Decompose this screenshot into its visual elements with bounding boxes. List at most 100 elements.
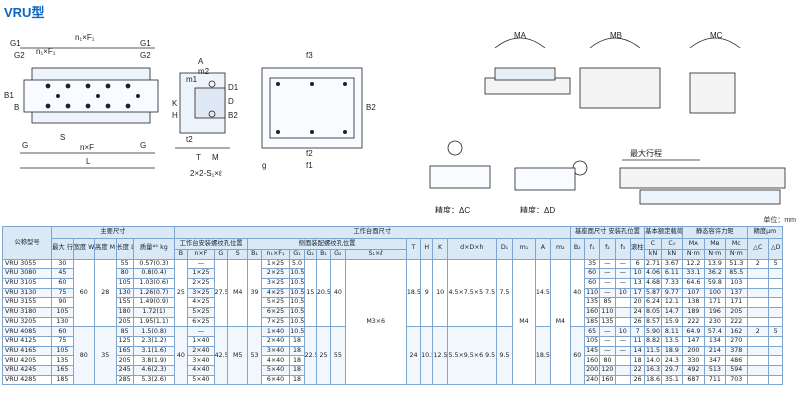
cell-G1: 10.5 [289,306,305,318]
cell-f2: — [599,345,616,357]
cell-G1: 10.5 [289,326,305,337]
cell-length: 285 [115,374,134,386]
cell-C: 4.06 [644,268,662,279]
cell-n1xF1: 2×40 [260,336,291,347]
cell-MA: 492 [682,365,705,376]
cell-C: 18.6 [644,374,662,386]
th-MA: Mᴀ [682,237,705,250]
cell-G1: 18 [289,374,305,386]
cell-f1: 110 [583,287,601,299]
cell-S: M4 [226,258,249,328]
cell-stroke: 75 [51,287,74,299]
cell-MB: 134 [703,336,727,347]
cell-nxF: 1×40 [187,336,215,347]
cell-f1: 145 [583,345,601,357]
accuracy-d-label: 精度：ΔD [520,205,555,213]
cell-A: 18.5 [534,326,552,386]
cell-MC: 378 [725,345,748,357]
cell-length: 205 [115,355,134,367]
th-C: C [644,237,662,250]
cell-mass: 0.57(0.3) [132,258,175,270]
cell-stroke: 45 [51,268,74,279]
cell-MA: 33.1 [682,268,705,279]
cell-mass: 0.8(0.4) [132,268,175,279]
th-G2: G₂ [303,249,317,260]
cell-model: VRU 4165 [1,345,53,357]
cell-G1: 10.5 [289,316,305,328]
cell-mass: 3.1(1.6) [132,345,175,357]
cell-C: 16.3 [644,365,662,376]
th-m1: m₁ [512,237,536,260]
cell-G2b: 40 [330,258,346,328]
cell-MA: 107 [682,287,705,299]
cell-G: 27.5 [213,258,228,328]
cell-MA: 138 [682,297,705,308]
cell-n1xF1: 1×25 [260,258,291,270]
th-H: H [420,237,434,260]
cell-mass: 3.8(1.9) [132,355,175,367]
cell-MB: 230 [703,316,727,328]
cell-acc-d: 5 [768,258,784,270]
th-dC: △C [746,237,770,260]
cell-MB: 347 [703,355,727,367]
cell-f3 [614,374,631,386]
th-unit-MC: N·m [725,249,748,260]
cell-MA: 330 [682,355,705,367]
moment-c-label: MC [710,31,723,40]
th-f2: f₂ [599,237,616,260]
cell-H: 9 [420,258,434,328]
cell-MB: 36.2 [703,268,727,279]
technical-drawing: n₁×F₁ n₁×F₁ G1 G2 G1 G2 B1 B S G n×F G L… [0,18,800,213]
dim-n1f1-label: n₁×F₁ [75,33,95,42]
cell-mass: 1.03(0.6) [132,277,175,289]
cell-acc-c [746,306,770,318]
cell-f1: 35 [583,258,601,270]
cell-MC: 703 [725,374,748,386]
cell-MB: 13.9 [703,258,727,270]
th-unit-C: kN [644,249,662,260]
cell-model: VRU 4125 [1,336,53,347]
dim-k: K [172,99,178,108]
cell-C: 11.5 [644,345,662,357]
cell-nxF: 6×25 [187,316,215,328]
cell-n1xF1: 5×25 [260,297,291,308]
th-S: S [226,249,249,260]
th-n1xF1: n₁×F₁ [260,249,291,260]
cell-model: VRU 3105 [1,277,53,289]
cell-C0: 29.7 [660,365,684,376]
th-accuracy: 精度μm [746,226,784,239]
dim-g1-left: G1 [10,39,21,48]
dim-m1: m1 [186,75,198,84]
cell-acc-c [746,268,770,279]
spec-table: 公称型号 主要尺寸 工作台面尺寸 基座面尺寸 安装孔位置 基本额定载荷 静态容许… [1,226,798,386]
cell-mass: 1.49(0.9) [132,297,175,308]
th-rated-load: 基本额定载荷 [644,226,684,239]
cell-T: 24 [405,326,422,386]
cell-height: 35 [94,326,117,386]
cell-MA: 64.9 [682,326,705,337]
dim-g-top: g [262,161,266,170]
th-table-dims: 工作台面尺寸 [173,226,571,239]
cell-G1: 18 [289,365,305,376]
cell-nxF: 2×25 [187,277,215,289]
cell-f2: 135 [599,316,616,328]
cell-G1: 10.5 [289,268,305,279]
cell-acc-d [768,306,784,318]
cell-f1: 135 [583,297,601,308]
cell-nxF: 1×25 [187,268,215,279]
cell-f3 [614,365,631,376]
dim-h: H [172,111,178,120]
cell-f1: 60 [583,277,601,289]
dim-f1: f1 [306,161,313,170]
cell-MA: 12.2 [682,258,705,270]
dim-m2: m2 [198,67,210,76]
th-dD: △D [768,237,784,260]
cell-MB: 100 [703,287,727,299]
th-MB: Mʙ [703,237,727,250]
cell-S1xl: M3×6 [344,258,407,386]
cell-mass: 5.3(2.6) [132,374,175,386]
th-balls: 滚柱数量 [629,237,646,260]
th-model: 公称型号 [1,226,53,260]
cell-B1b: 25 [315,326,332,386]
